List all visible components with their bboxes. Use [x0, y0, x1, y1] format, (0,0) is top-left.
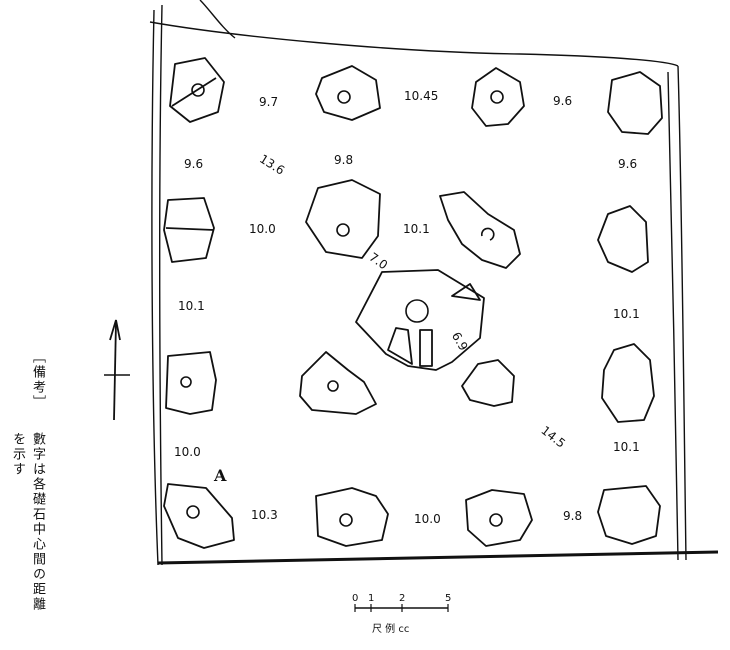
north-arrow-icon — [104, 319, 130, 421]
distance-label: 7.0 — [367, 250, 391, 272]
point-marker-a: A — [213, 466, 227, 485]
scale-tick-label: 0 — [352, 593, 358, 604]
scale-tick-label: 1 — [368, 593, 374, 604]
distance-label: 10.3 — [251, 508, 278, 522]
note-line-1: 數字は各礎石中心間の距離 — [30, 432, 45, 612]
distance-label: 10.0 — [249, 222, 276, 236]
stone-top-2 — [315, 65, 381, 121]
distance-label: 10.0 — [174, 445, 201, 459]
distance-label: 10.0 — [414, 512, 441, 526]
note-line-2: を示す — [10, 432, 25, 477]
distance-label: 10.45 — [404, 89, 438, 103]
stone-left-2 — [165, 351, 217, 415]
stone-bottom-4 — [597, 485, 661, 545]
ground-line — [157, 550, 719, 565]
stone-left-1 — [163, 197, 215, 263]
stone-right-2 — [601, 343, 655, 423]
stone-top-3 — [471, 67, 525, 127]
stone-mid-4 — [461, 359, 515, 407]
stone-mid-3 — [299, 351, 377, 415]
stone-top-1 — [169, 57, 225, 123]
scale-bar: 0 1 2 5 尺 例 cc — [352, 593, 451, 635]
stone-top-4 — [607, 71, 663, 135]
scale-tick-label: 2 — [399, 593, 405, 604]
stone-mid-2 — [439, 191, 521, 269]
distance-label: 14.5 — [538, 423, 568, 450]
distance-label: 13.6 — [257, 152, 287, 178]
distance-label: 10.1 — [403, 222, 430, 236]
stone-right-1 — [597, 205, 649, 273]
distance-label: 9.6 — [184, 157, 203, 171]
distance-label: 10.1 — [613, 307, 640, 321]
stone-bottom-3 — [465, 489, 533, 547]
stone-bottom-1 — [163, 483, 235, 549]
distance-label: 9.6 — [553, 94, 572, 108]
distance-label: 9.8 — [334, 153, 353, 167]
scale-tick-label: 5 — [445, 593, 451, 604]
distance-label: 10.1 — [613, 440, 640, 454]
stone-center — [355, 269, 485, 371]
foundation-stones — [163, 57, 663, 549]
note-heading: ［備考］ — [30, 350, 45, 410]
enclosure-wall — [149, 0, 687, 566]
distance-label: 10.1 — [178, 299, 205, 313]
stone-mid-1 — [305, 179, 381, 259]
distance-label: 9.6 — [618, 157, 637, 171]
stone-bottom-2 — [315, 487, 389, 547]
distance-label: 9.7 — [259, 95, 278, 109]
scale-caption: 尺 例 cc — [372, 622, 409, 635]
distance-label: 9.8 — [563, 509, 582, 523]
